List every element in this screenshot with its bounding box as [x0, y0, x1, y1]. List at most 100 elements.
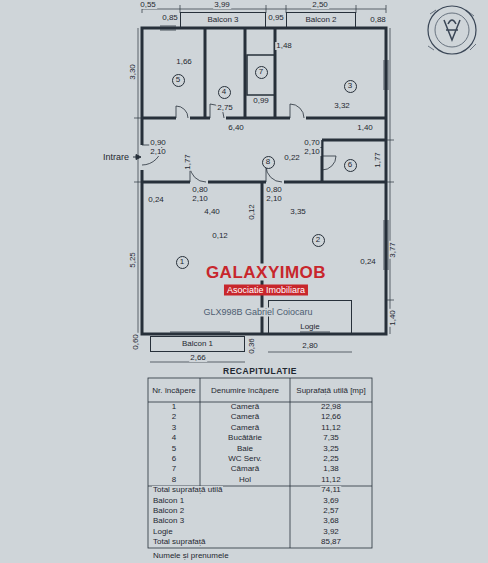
- table-cell: 7: [171, 465, 177, 473]
- window-mark: [384, 60, 385, 90]
- dimension-label: 3,35: [289, 208, 307, 216]
- table-cell: Baie: [236, 445, 254, 453]
- room-number: 2: [312, 234, 325, 247]
- window-mark: [384, 220, 385, 270]
- dimension-label: 3,30: [129, 63, 137, 81]
- table-cell: 1: [171, 403, 177, 411]
- wall: [244, 28, 247, 118]
- table-cell: 8: [171, 476, 177, 484]
- table-cell: 4: [171, 434, 177, 442]
- pantry-wall: [247, 55, 275, 95]
- node-text: 6: [348, 161, 352, 169]
- dimension-label: 4,40: [203, 208, 221, 216]
- table-cell: 22,98: [320, 403, 342, 411]
- dimension-label: 1,40: [389, 309, 397, 327]
- dimension-label: 6,40: [227, 124, 245, 132]
- balcony-box: Logie: [268, 300, 352, 334]
- watermark: GALAXYIMOB: [205, 264, 327, 281]
- room-number: 7: [255, 66, 268, 79]
- window-mark: [160, 30, 176, 31]
- dimension-label: 3,99: [213, 1, 231, 9]
- dimension-label: 1,40: [356, 124, 374, 132]
- table-cell: 2,57: [322, 507, 340, 515]
- balcony-box: Balcon 2: [286, 12, 356, 28]
- dimension-label: 0,12: [211, 232, 229, 240]
- entrance-label: Intrare: [102, 153, 130, 162]
- dimension-line: [390, 28, 391, 334]
- balcony-box: Balcon 1: [150, 336, 245, 352]
- node-text: Balcon 2: [305, 16, 336, 24]
- dimension-label: 0,24: [147, 196, 165, 204]
- dimension-label: 0,55: [139, 1, 157, 9]
- table-cell: Cămară: [230, 465, 260, 473]
- dimension-label: 1,48: [275, 42, 293, 50]
- wall: [142, 28, 386, 334]
- wall: [204, 28, 207, 118]
- table-cell: Nr. încăpere: [150, 387, 198, 396]
- dimension-label: 2,80: [301, 342, 319, 350]
- room-number: 1: [176, 256, 189, 269]
- dimension-label: 0,80: [265, 186, 283, 194]
- node-text: Balcon 3: [207, 16, 238, 24]
- dimension-label: 2,10: [149, 148, 167, 156]
- watermark: GLX998B Gabriel Coiocaru: [202, 308, 313, 317]
- table-cell: 5: [171, 445, 177, 453]
- table-cell: Cameră: [230, 403, 260, 411]
- window-mark: [388, 60, 389, 90]
- dimension-line: [134, 5, 394, 362]
- dimension-label: 2,66: [189, 354, 207, 362]
- dimension-label: 3,32: [333, 102, 351, 110]
- dimension-line: [268, 352, 352, 353]
- dimension-label: 0,95: [267, 14, 285, 22]
- entrance-arrow: [133, 155, 141, 160]
- dimension-label: 0,80: [191, 186, 209, 194]
- dimension-line: [386, 5, 387, 13]
- cadastre-stamp: [428, 10, 476, 50]
- room-number: 4: [218, 86, 231, 99]
- dimension-label: 0,22: [283, 154, 301, 162]
- table-cell: 1,38: [322, 465, 340, 473]
- table-grid: [148, 378, 372, 548]
- dimension-label: 2,10: [303, 148, 321, 156]
- node-text: 5: [176, 76, 180, 84]
- dimension-label: 2,75: [216, 104, 234, 112]
- dimension-label: 5,25: [129, 251, 137, 269]
- node-text: 4: [222, 88, 226, 96]
- room-number: 6: [344, 159, 357, 172]
- room-number: 8: [262, 156, 275, 169]
- dimension-label: 2,50: [311, 1, 329, 9]
- table-cell: 2: [171, 413, 177, 421]
- node-text: 2: [316, 236, 320, 244]
- room-number: 3: [344, 80, 357, 93]
- table-cell: Denumire încăpere: [202, 387, 288, 396]
- table-cell: 11,12: [320, 424, 341, 432]
- table-grid: [290, 378, 291, 548]
- wall: [321, 140, 324, 182]
- table-grid: [200, 378, 201, 486]
- table-cell: Cameră: [230, 424, 260, 432]
- node-text: 3: [348, 82, 352, 90]
- balcony-box: Balcon 3: [180, 12, 266, 28]
- table-grid: [148, 378, 372, 548]
- dimension-label: 3,77: [389, 241, 397, 259]
- dimension-line: [142, 9, 386, 10]
- cadastre-stamp: [428, 6, 476, 54]
- watermark: Asociatie Imobiliara: [224, 285, 308, 296]
- table-cell: 3,25: [322, 445, 340, 453]
- cadastre-stamp: [435, 13, 469, 47]
- dimension-label: 1,77: [374, 151, 382, 169]
- table-cell: 6: [171, 455, 177, 463]
- dimension-label: 0,24: [359, 258, 377, 266]
- dimension-label: 0,36: [248, 337, 256, 355]
- table-cell: Hol: [238, 476, 252, 484]
- door-swing: [290, 104, 304, 118]
- dimension-label: 1,66: [175, 58, 193, 66]
- table-cell: Logie: [152, 528, 174, 536]
- door-swing: [176, 106, 188, 118]
- dimension-label: 0,88: [369, 16, 387, 24]
- door-opening: [139, 116, 331, 185]
- table-cell: Cameră: [230, 413, 260, 421]
- dimension-label: 2,10: [191, 195, 209, 203]
- node-text: Logie: [300, 323, 320, 331]
